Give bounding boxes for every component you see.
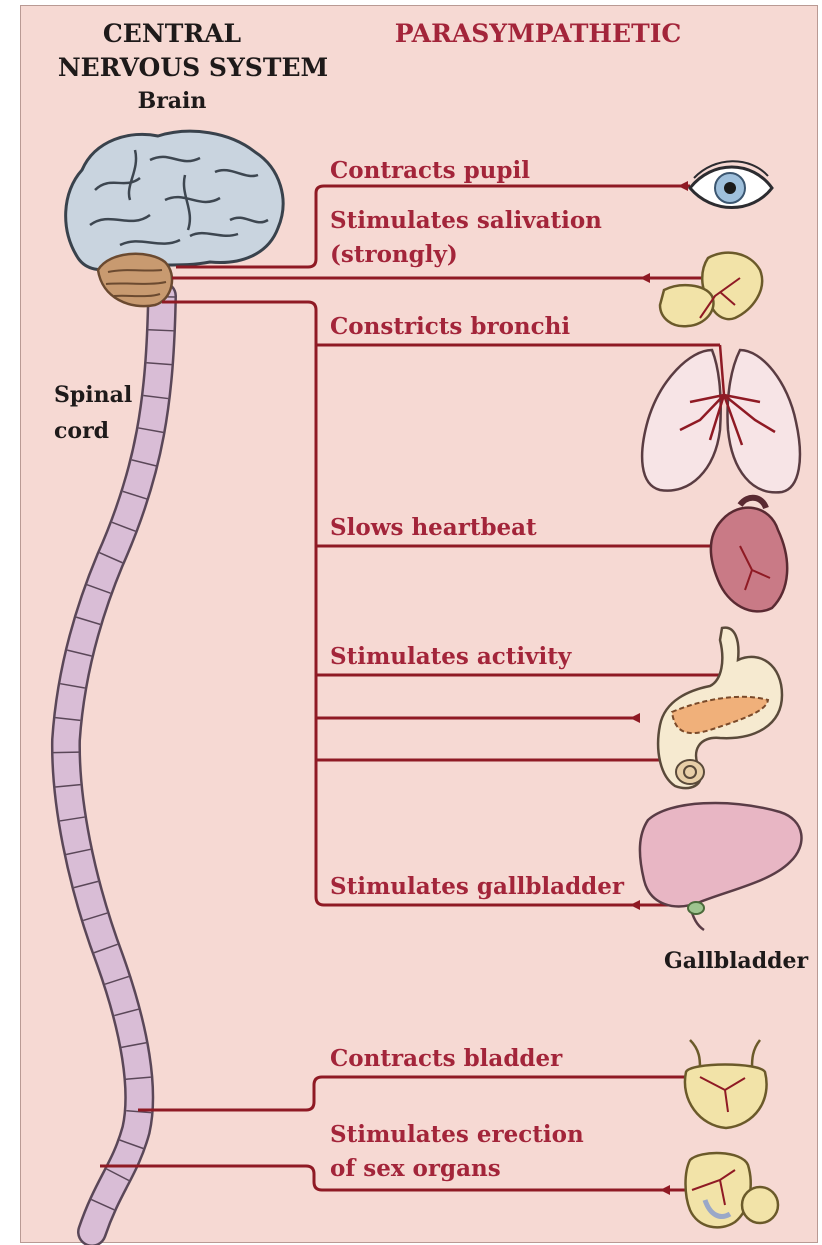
label-contracts-bladder: Contracts bladder <box>330 1045 563 1072</box>
label-erection-line1: Stimulates erection <box>330 1121 584 1148</box>
reproductive-organs-illustration <box>686 1153 779 1227</box>
nerve-arrows <box>630 181 688 1195</box>
bladder-illustration <box>685 1040 767 1128</box>
spinal-cord-label-line2: cord <box>54 418 109 444</box>
label-constricts-bronchi: Constricts bronchi <box>330 313 570 340</box>
stomach-illustration <box>658 628 782 789</box>
label-salivation-line1: Stimulates salivation <box>330 207 602 234</box>
cns-header-line1: CENTRAL <box>103 19 242 48</box>
parasympathetic-header: PARASYMPATHETIC <box>395 19 682 48</box>
gallbladder-organ-label: Gallbladder <box>664 948 809 974</box>
heart-illustration <box>711 498 787 612</box>
eye-illustration <box>690 161 772 207</box>
label-contracts-pupil: Contracts pupil <box>330 157 530 184</box>
label-slows-heartbeat: Slows heartbeat <box>330 514 537 541</box>
liver-illustration <box>640 803 802 930</box>
brain-label: Brain <box>138 88 207 114</box>
spinal-cord-label-line1: Spinal <box>54 382 132 408</box>
label-stimulates-gallbladder: Stimulates gallbladder <box>330 873 625 900</box>
label-erection-line2: of sex organs <box>330 1155 501 1182</box>
lungs-illustration <box>642 345 800 492</box>
label-salivation-line2: (strongly) <box>330 241 458 268</box>
salivary-glands-illustration <box>660 253 762 327</box>
label-stimulates-activity: Stimulates activity <box>330 643 572 670</box>
cns-header-line2: NERVOUS SYSTEM <box>58 53 328 82</box>
brain-illustration <box>66 131 283 306</box>
